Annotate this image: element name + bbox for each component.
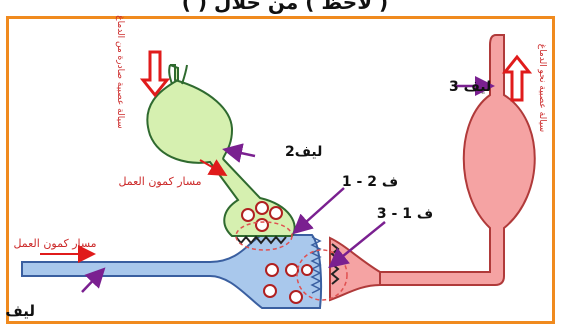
synapse-21-cleft — [235, 235, 287, 245]
label-synapse-21: ف 2 - 1 — [342, 174, 398, 190]
vesicle — [301, 264, 313, 276]
vesicle — [255, 218, 269, 232]
syn21-pointer — [292, 187, 345, 235]
fiber-2-neuron — [146, 64, 296, 251]
fiber2-pointer — [222, 143, 256, 163]
fiber1-pointer — [81, 267, 106, 293]
cropped-header: ( لاحظ ) من خلال ( ) — [0, 0, 565, 16]
label-fiber-2: ليف2 — [285, 144, 322, 160]
synapse-13-highlight — [296, 249, 348, 301]
syn13-pointer — [328, 221, 386, 269]
vesicle — [241, 208, 255, 222]
fiber-3-neuron — [329, 34, 536, 302]
vesicle — [265, 263, 279, 277]
label-action-path-mid: مسار كمون العمل — [118, 175, 201, 188]
vesicle — [255, 201, 269, 215]
fiber-1-neuron — [21, 234, 348, 309]
vesicle — [285, 263, 299, 277]
vesicle — [269, 206, 283, 220]
action-path-mid-arrow — [199, 159, 228, 177]
up-arrow-icon — [501, 54, 533, 102]
label-fiber-3: ليف 3 — [449, 79, 491, 95]
vesicle — [289, 290, 303, 304]
down-arrow-icon — [139, 50, 171, 98]
label-action-path-left: مسار كمون العمل — [13, 237, 96, 250]
label-fiber-1: ليف 1 — [0, 302, 35, 320]
label-synapse-13: ف 1 - 3 — [377, 206, 433, 222]
label-afferent-vertical: سيالة عصبية صادرة من الدماغ — [115, 15, 125, 128]
label-efferent-vertical: سيالة عصبية نحو الدماغ — [537, 44, 547, 132]
header-fragment: ( لاحظ ) من خلال ( ) — [181, 0, 389, 14]
vesicle — [263, 284, 277, 298]
synapse-21-highlight — [235, 221, 293, 251]
